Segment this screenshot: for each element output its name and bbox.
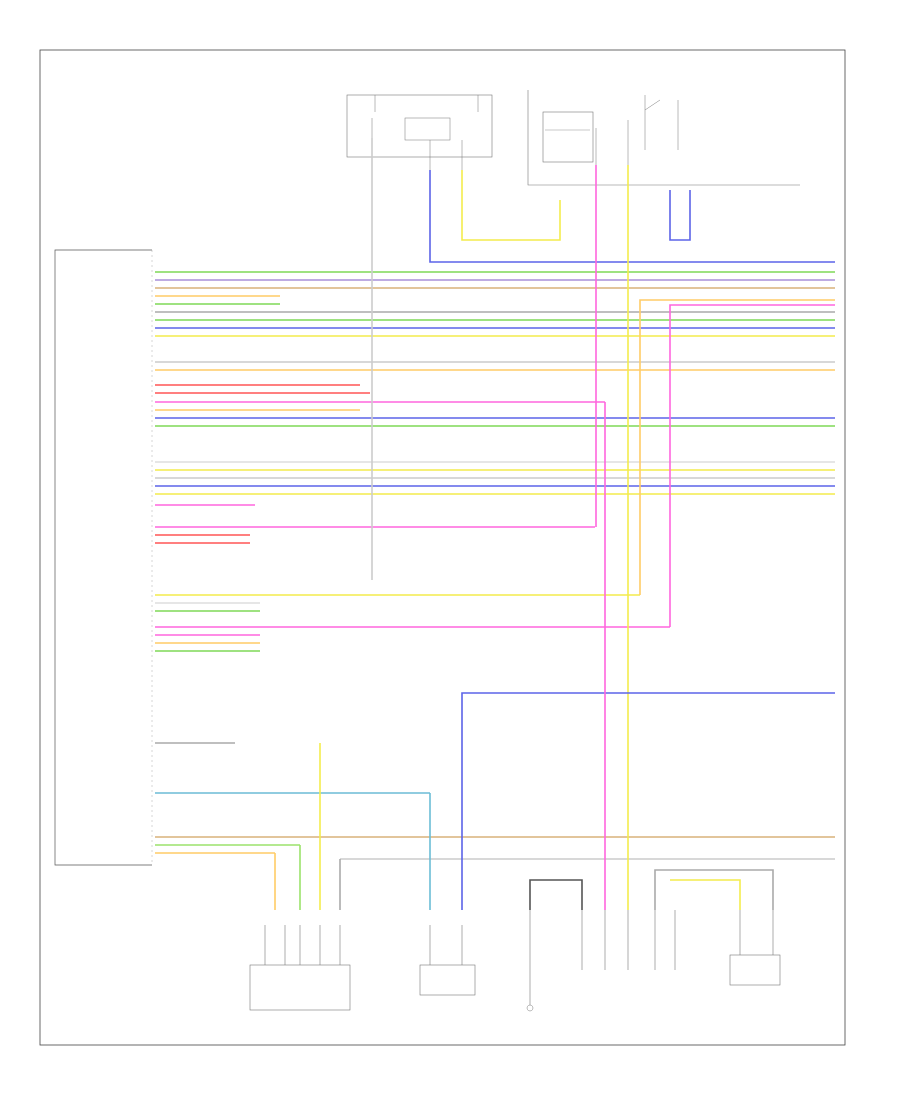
vertical-wires xyxy=(274,138,835,910)
wire xyxy=(429,170,835,263)
wire xyxy=(639,299,835,595)
wire xyxy=(461,170,561,241)
blower-motor xyxy=(729,910,781,986)
evaporator-sensor xyxy=(526,910,534,1012)
battery-junction-box xyxy=(527,90,800,186)
wire-group-middle xyxy=(155,461,835,544)
wire xyxy=(669,304,835,627)
wire-group-upper xyxy=(155,271,835,427)
passenger-fresh-air-actuator xyxy=(249,925,351,1011)
diagram-frame xyxy=(39,49,846,1046)
blower-motor-speed-control xyxy=(581,910,676,970)
climate-control-module xyxy=(54,249,153,866)
defrost-actuator xyxy=(419,925,476,996)
wire xyxy=(529,879,583,910)
smart-junction-box xyxy=(346,94,493,170)
wire xyxy=(461,692,835,910)
wire xyxy=(654,869,774,910)
wire xyxy=(669,190,691,241)
wire xyxy=(670,879,741,910)
wire-group-lower xyxy=(155,594,835,860)
